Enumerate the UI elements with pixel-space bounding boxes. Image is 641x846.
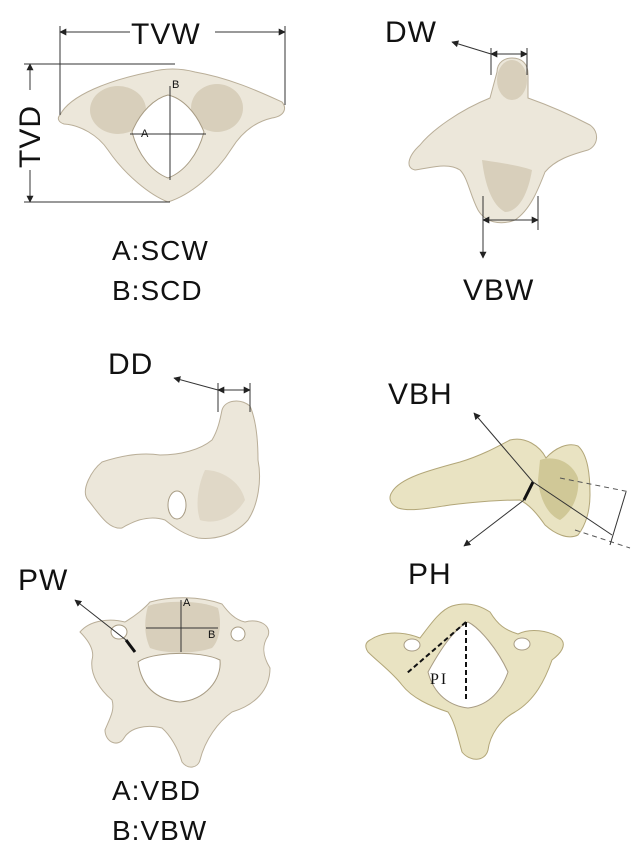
point-b-label-bottom: B — [208, 629, 215, 641]
ph-label: PH — [408, 558, 452, 591]
vertebral-body-inferior — [145, 602, 220, 653]
legend-vbd: A:VBD — [112, 775, 201, 806]
legend-scw: A:SCW — [112, 235, 209, 266]
vbh-label: VBH — [388, 378, 453, 411]
left-foramen-transversarium — [111, 625, 127, 639]
panel-bottom-left: PW A B A:VBD B:VBW — [18, 564, 270, 846]
panel-top-left: TVW TVD A B A:SCW B:SCD — [14, 18, 285, 306]
point-a-label-bottom: A — [183, 597, 191, 609]
pw-label: PW — [18, 564, 68, 597]
point-a-label: A — [141, 128, 149, 140]
tvw-label: TVW — [131, 18, 201, 51]
point-b-label: B — [172, 79, 179, 91]
right-foramen-yellow — [514, 638, 530, 650]
dw-label: DW — [385, 16, 437, 49]
left-foramen-yellow — [404, 639, 420, 651]
axis-lateral-bone — [85, 401, 259, 538]
dd-label: DD — [108, 348, 153, 381]
panel-bottom-right: PI — [366, 604, 563, 759]
legend-scd: B:SCD — [112, 275, 203, 306]
tvd-label: TVD — [14, 105, 47, 168]
panel-top-right: DW VBW — [385, 16, 597, 307]
right-foramen-transversarium — [231, 627, 245, 641]
lateral-foramen — [168, 491, 186, 519]
vbw-label: VBW — [463, 274, 534, 307]
dens — [497, 60, 527, 100]
pi-label: PI — [430, 671, 448, 688]
panel-middle-right: VBH PH — [388, 378, 630, 591]
panel-middle-left: DD — [85, 348, 259, 538]
legend-vbw: B:VBW — [112, 815, 207, 846]
